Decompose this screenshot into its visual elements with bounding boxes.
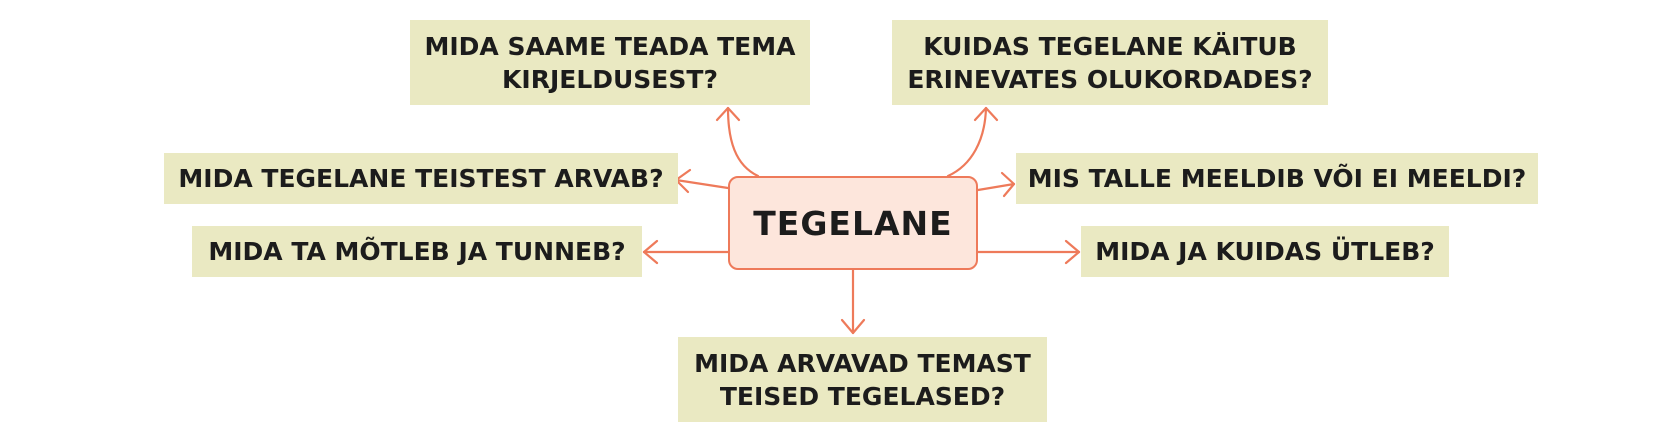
- arrowhead-mid-right: [1000, 171, 1016, 198]
- question-box-description: MIDA SAAME TEADA TEMA KIRJELDUSEST?: [410, 20, 810, 105]
- arrowhead-top-left: [715, 106, 741, 122]
- arrow-to-top-left: [726, 106, 760, 178]
- arrow-to-mid-left: [674, 178, 730, 190]
- center-node: TEGELANE: [728, 176, 978, 270]
- arrowhead-top-right: [973, 106, 999, 122]
- question-box-behaviour: KUIDAS TEGELANE KÄITUB ERINEVATES OLUKOR…: [892, 20, 1328, 105]
- arrowhead-low-right: [1064, 239, 1081, 265]
- arrow-to-top-right: [946, 106, 988, 178]
- arrowhead-low-left: [642, 239, 659, 265]
- arrowhead-bottom: [840, 318, 866, 335]
- question-box-speech: MIDA JA KUIDAS ÜTLEB?: [1081, 226, 1449, 277]
- question-box-thoughts-feelings: MIDA TA MÕTLEB JA TUNNEB?: [192, 226, 642, 277]
- arrow-to-mid-right: [976, 182, 1016, 192]
- question-box-likes-dislikes: MIS TALLE MEELDIB VÕI EI MEELDI?: [1016, 153, 1538, 204]
- question-box-others-opinion: MIDA ARVAVAD TEMAST TEISED TEGELASED?: [678, 337, 1047, 422]
- center-label: TEGELANE: [753, 203, 953, 243]
- question-box-opinion-of-others: MIDA TEGELANE TEISTEST ARVAB?: [164, 153, 678, 204]
